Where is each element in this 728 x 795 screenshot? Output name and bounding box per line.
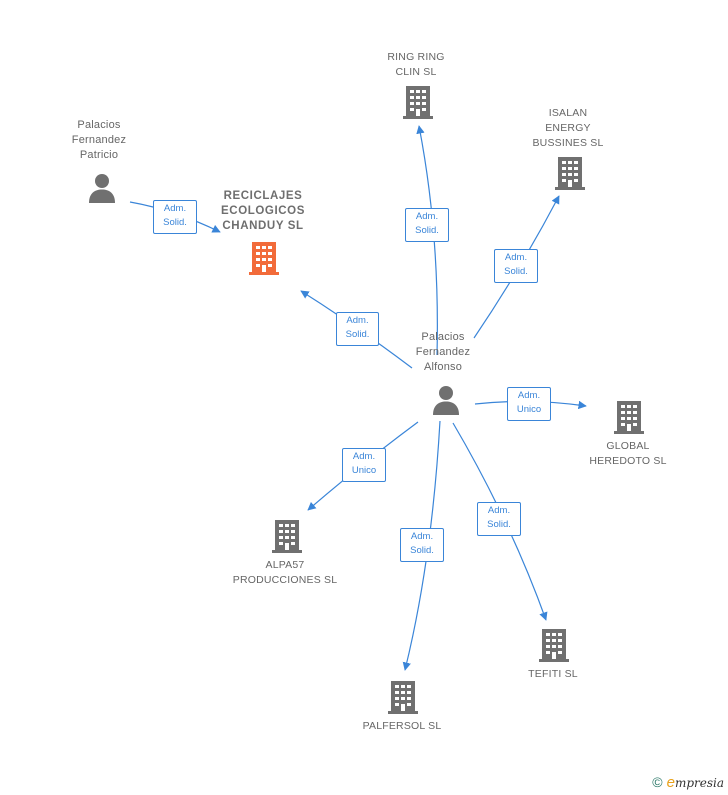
edge-label-alfonso-alpa57[interactable]: Adm. Unico xyxy=(342,448,386,482)
building-icon[interactable] xyxy=(401,84,435,120)
building-icon[interactable] xyxy=(553,155,587,191)
building-icon[interactable] xyxy=(537,627,571,663)
edge-label-alfonso-tefiti[interactable]: Adm. Solid. xyxy=(477,502,521,536)
edge-label-alfonso-isalan[interactable]: Adm. Solid. xyxy=(494,249,538,283)
brand-name: mpresia xyxy=(674,776,724,790)
copyright-symbol: © xyxy=(652,774,663,790)
edge-label-patricio-reciclajes[interactable]: Adm. Solid. xyxy=(153,200,197,234)
building-icon[interactable] xyxy=(247,240,281,276)
empresia-logo: ©empresia xyxy=(652,774,724,791)
building-icon[interactable] xyxy=(386,679,420,715)
edge-label-alfonso-ringring[interactable]: Adm. Solid. xyxy=(405,208,449,242)
node-label-palacios-patricio: Palacios Fernandez Patricio xyxy=(71,119,127,161)
edge-label-alfonso-reciclajes[interactable]: Adm. Solid. xyxy=(336,312,379,346)
brand-initial: e xyxy=(666,774,675,791)
person-icon[interactable] xyxy=(86,172,118,204)
edge-label-alfonso-global[interactable]: Adm. Unico xyxy=(507,387,551,421)
node-label-tefiti: TEFITI SL xyxy=(528,668,578,680)
node-label-isalan-energy: ISALAN ENERGY BUSSINES SL xyxy=(532,107,604,149)
node-label-global-heredoto: GLOBAL HEREDOTO SL xyxy=(589,440,667,467)
edge-label-alfonso-palfersol[interactable]: Adm. Solid. xyxy=(400,528,444,562)
node-label-palacios-alfonso: Palacios Fernandez Alfonso xyxy=(415,331,471,373)
building-icon[interactable] xyxy=(270,518,304,554)
node-label-alpa57: ALPA57 PRODUCCIONES SL xyxy=(232,559,338,586)
building-icon[interactable] xyxy=(612,399,646,435)
node-label-reciclajes-ecologicos: RECICLAJES ECOLOGICOS CHANDUY SL xyxy=(221,190,305,232)
person-icon[interactable] xyxy=(430,384,462,416)
node-label-palfersol: PALFERSOL SL xyxy=(362,720,442,732)
node-label-ring-ring-clin: RING RING CLIN SL xyxy=(387,51,445,78)
